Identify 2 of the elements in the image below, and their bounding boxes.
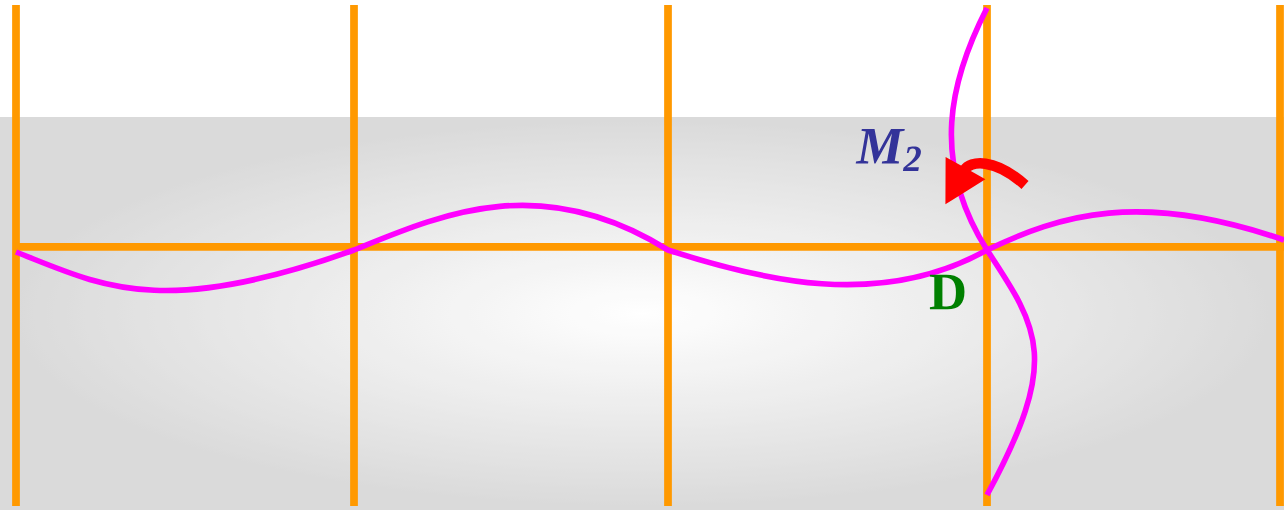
moment-label: M$_{2}$ xyxy=(855,128,921,172)
point-label: D xyxy=(929,274,965,310)
